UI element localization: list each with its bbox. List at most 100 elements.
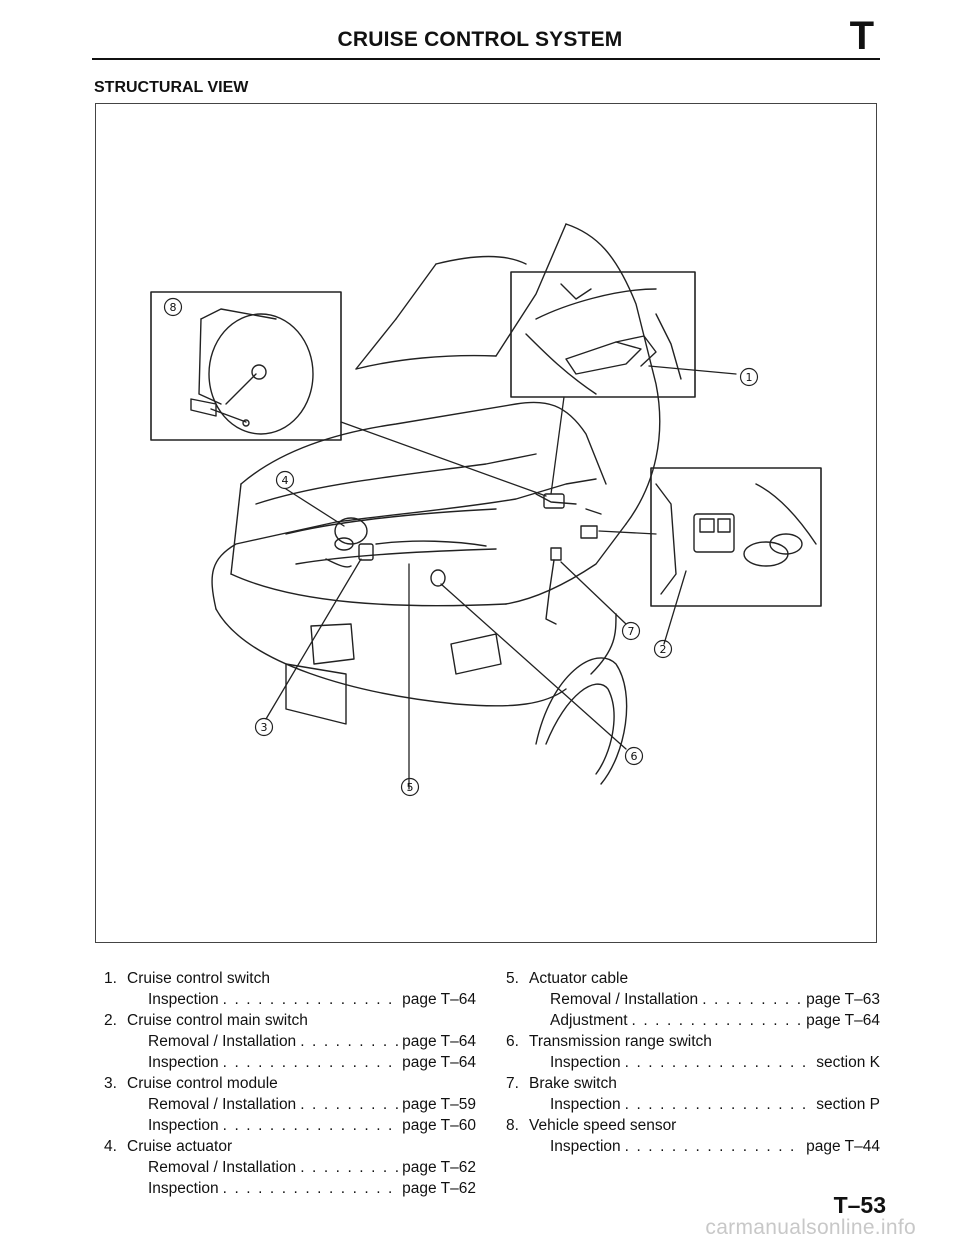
legend-page-ref: page T–64 — [402, 1054, 476, 1071]
legend-sub-label: Removal / Installation — [148, 1096, 297, 1113]
inset-main-switch — [650, 467, 822, 607]
callout-6: 6 — [631, 750, 638, 763]
legend-sub-item: Inspection page T–64 — [104, 1052, 476, 1073]
dot-leader — [625, 1094, 813, 1115]
legend-sub-item: Adjustment page T–64 — [506, 1010, 880, 1031]
callouts — [163, 297, 759, 797]
legend-entry-heading: 5. Actuator cable — [506, 968, 880, 989]
legend-sub-label: Inspection — [550, 1096, 621, 1113]
legend-sub-label: Inspection — [550, 1054, 621, 1071]
header-title: CRUISE CONTROL SYSTEM — [337, 28, 623, 51]
legend-entry-number: 2. — [104, 1012, 117, 1029]
leader-lines — [265, 365, 737, 790]
callout-1: 1 — [746, 371, 753, 384]
legend-page-ref: page T–64 — [402, 991, 476, 1008]
dot-leader — [223, 1052, 398, 1073]
legend-entry-name: Cruise actuator — [127, 1138, 233, 1155]
legend-entry-heading: 7. Brake switch — [506, 1073, 880, 1094]
callout-8: 8 — [170, 301, 177, 314]
legend-entry-name: Cruise control main switch — [127, 1012, 308, 1029]
legend-entry-name: Actuator cable — [529, 970, 629, 987]
legend-page-ref: page T–64 — [402, 1033, 476, 1050]
callout-5: 5 — [407, 781, 414, 794]
legend-page-ref: page T–63 — [806, 991, 880, 1008]
legend-entry-name: Cruise control switch — [127, 970, 270, 987]
car-diagram: 8 1 2 3 4 5 6 7 — [150, 223, 822, 797]
legend-sub-item: Inspection page T–60 — [104, 1115, 476, 1136]
inset-speedometer — [150, 291, 342, 441]
legend-entry-heading: 6. Transmission range switch — [506, 1031, 880, 1052]
structural-view-figure: 8 1 2 3 4 5 6 7 — [95, 103, 877, 943]
legend-entry-number: 7. — [506, 1075, 519, 1092]
legend-entry-heading: 8. Vehicle speed sensor — [506, 1115, 880, 1136]
legend-entry-heading: 2. Cruise control main switch — [104, 1010, 476, 1031]
callout-3: 3 — [261, 721, 268, 734]
legend-entry-heading: 1. Cruise control switch — [104, 968, 476, 989]
dot-leader — [632, 1010, 803, 1031]
dot-leader — [625, 1052, 813, 1073]
legend-entry-number: 8. — [506, 1117, 519, 1134]
legend-sub-label: Removal / Installation — [550, 991, 699, 1008]
legend-sub-label: Inspection — [148, 991, 219, 1008]
dot-leader — [300, 1157, 398, 1178]
legend-page-ref: page T–62 — [402, 1159, 476, 1176]
car-body-drawing — [211, 223, 661, 785]
legend-page-ref: page T–64 — [806, 1012, 880, 1029]
legend-page-ref: section P — [816, 1096, 880, 1113]
legend-entry-number: 6. — [506, 1033, 519, 1050]
legend-entry-heading: 4.Cruise actuator — [104, 1136, 476, 1157]
watermark: carmanualsonline.info — [705, 1216, 916, 1239]
callout-2: 2 — [660, 643, 667, 656]
legend-sub-label: Removal / Installation — [148, 1033, 297, 1050]
dot-leader — [625, 1136, 802, 1157]
legend-sub-item: Inspection page T–44 — [506, 1136, 880, 1157]
legend-page-ref: page T–62 — [402, 1180, 476, 1197]
legend-entry-heading: 3. Cruise control module — [104, 1073, 476, 1094]
callout-7: 7 — [628, 625, 635, 638]
legend-page-ref: section K — [816, 1054, 880, 1071]
legend-entry-name: Brake switch — [529, 1075, 617, 1092]
legend-entry-name: Cruise control module — [127, 1075, 278, 1092]
legend-sub-label: Inspection — [148, 1180, 219, 1197]
legend-page-ref: page T–44 — [806, 1138, 880, 1155]
dot-leader — [702, 989, 802, 1010]
legend-sub-item: Removal / Installation page T–59 — [104, 1094, 476, 1115]
legend-sub-label: Removal / Installation — [148, 1159, 297, 1176]
legend-sub-label: Inspection — [148, 1117, 219, 1134]
legend-sub-label: Inspection — [550, 1138, 621, 1155]
legend-sub-label: Adjustment — [550, 1012, 628, 1029]
section-title: STRUCTURAL VIEW — [94, 79, 249, 96]
dot-leader — [223, 989, 398, 1010]
inset-cruise-switch — [510, 271, 696, 398]
legend-sub-item: Removal / Installation page T–62 — [104, 1157, 476, 1178]
callout-4: 4 — [282, 474, 289, 487]
dot-leader — [300, 1094, 398, 1115]
section-letter: T — [849, 14, 874, 58]
legend-sub-item: Inspection page T–64 — [104, 989, 476, 1010]
legend-entry-name: Vehicle speed sensor — [529, 1117, 677, 1134]
legend-entry-number: 1. — [104, 970, 117, 987]
legend-page-ref: page T–59 — [402, 1096, 476, 1113]
page-number: T–53 — [833, 1192, 886, 1218]
legend-sub-item: Inspection section P — [506, 1094, 880, 1115]
legend-entry-name: Transmission range switch — [529, 1033, 712, 1050]
legend-sub-label: Inspection — [148, 1054, 219, 1071]
legend-sub-item: Inspection page T–62 — [104, 1178, 476, 1199]
legend-sub-item: Removal / Installation page T–63 — [506, 989, 880, 1010]
legend-entry-number: 3. — [104, 1075, 117, 1092]
dot-leader — [300, 1031, 398, 1052]
legend-entry-number: 5. — [506, 970, 519, 987]
dot-leader — [223, 1115, 398, 1136]
header-rule — [92, 58, 880, 60]
legend-page-ref: page T–60 — [402, 1117, 476, 1134]
